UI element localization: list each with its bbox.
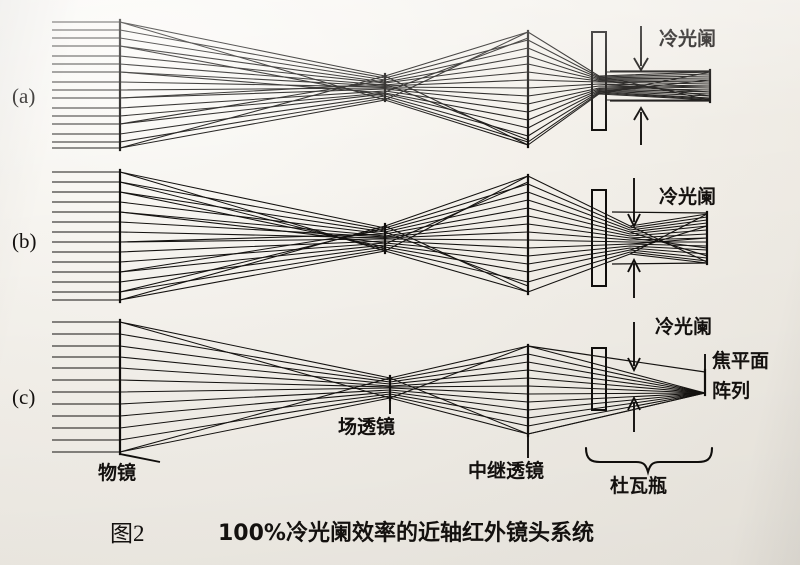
fpa-label-line1: 焦平面 xyxy=(711,349,769,372)
caption-number: 图2 xyxy=(110,521,145,546)
cold-stop-arrows-a xyxy=(633,26,649,145)
dewar-window-c xyxy=(591,347,607,411)
dewar-label: 杜瓦瓶 xyxy=(610,474,667,497)
dewar-window-b xyxy=(591,189,607,287)
panel-label-c: (c) xyxy=(12,385,35,409)
panel-label-a: (a) xyxy=(12,84,35,108)
panel-a-raytrace xyxy=(52,18,712,152)
dewar-brace xyxy=(584,446,714,476)
cold-stop-label-b: 冷光阑 xyxy=(659,185,716,208)
field-lens-label: 场透镜 xyxy=(338,415,395,438)
cold-stop-label-c: 冷光阑 xyxy=(655,315,712,338)
cold-stop-label-a: 冷光阑 xyxy=(659,27,716,50)
panel-label-b: (b) xyxy=(12,229,37,253)
caption-text: 100%冷光阑效率的近轴红外镜头系统 xyxy=(218,520,594,546)
cold-stop-arrows-b xyxy=(627,178,641,298)
objective-leader-line xyxy=(119,453,161,463)
relay-lens-label: 中继透镜 xyxy=(468,459,544,482)
panel-c-raytrace xyxy=(52,318,707,456)
objective-label: 物镜 xyxy=(98,461,136,484)
fpa-label-line2: 阵列 xyxy=(712,379,750,402)
dewar-window-a xyxy=(591,31,607,131)
cold-stop-arrows-c xyxy=(627,322,641,432)
panel-b-raytrace xyxy=(52,168,709,304)
